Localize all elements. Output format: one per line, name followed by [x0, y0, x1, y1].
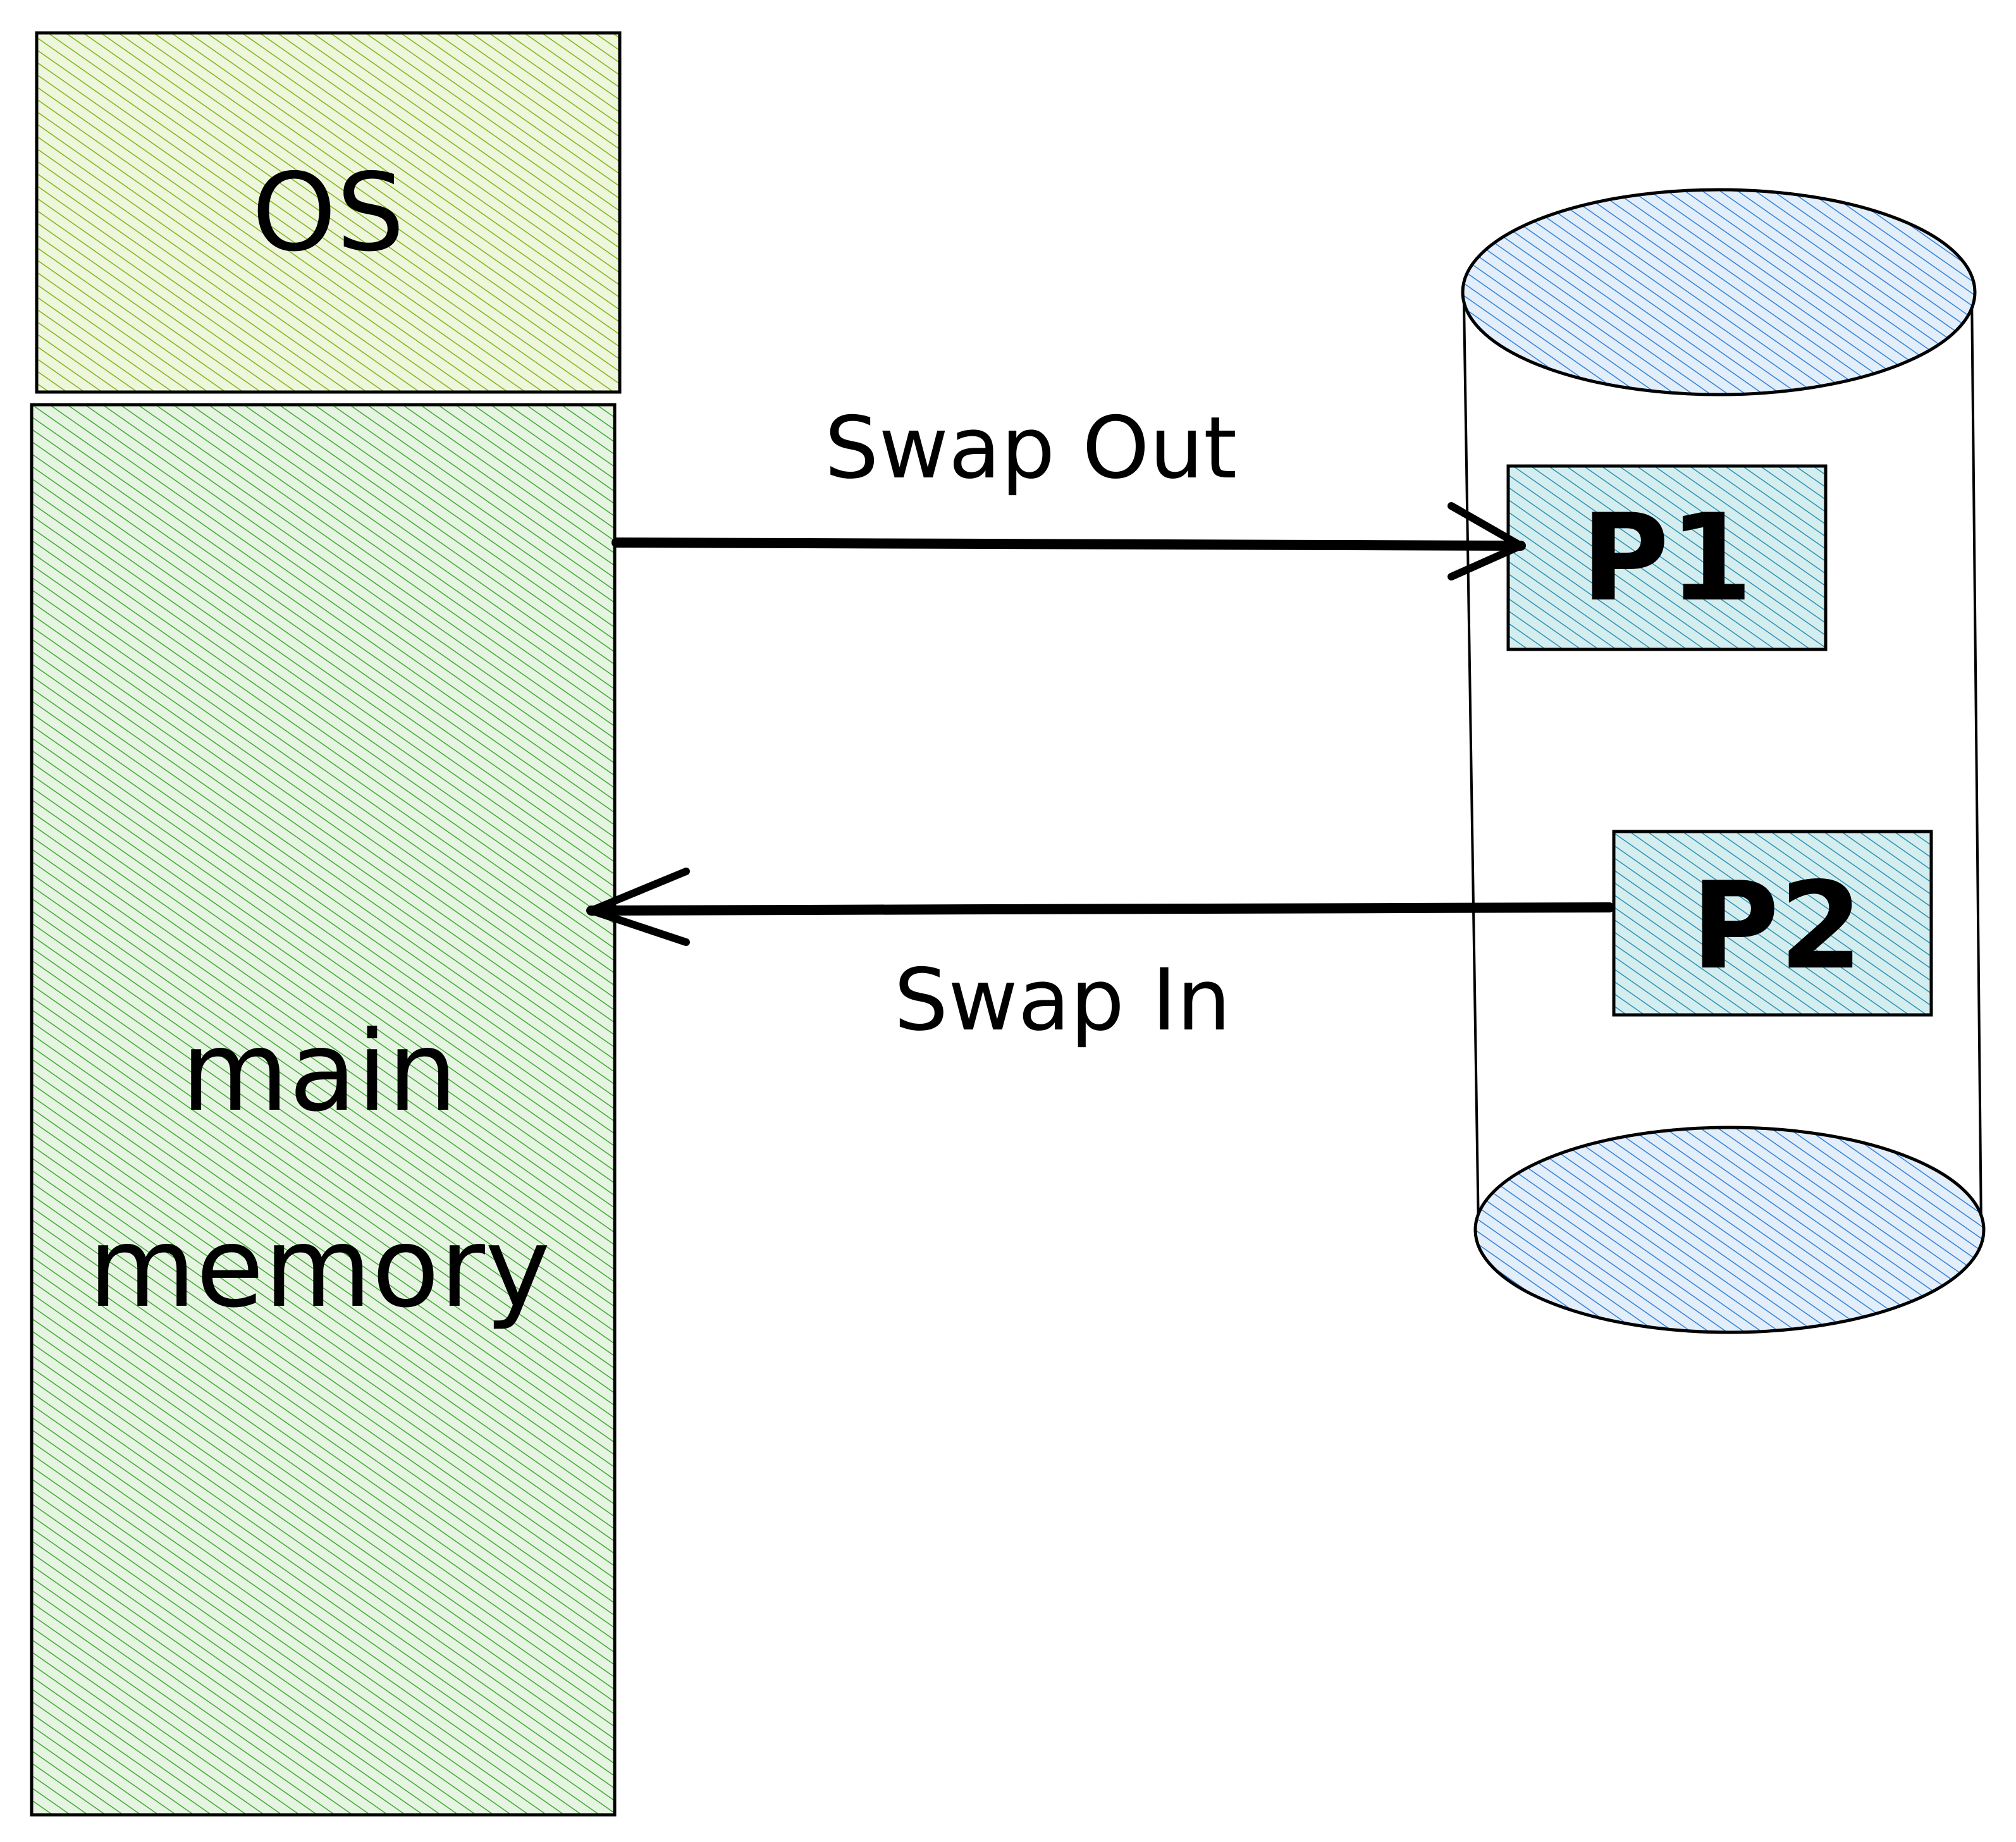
disk-bottom-cap — [1473, 1126, 1986, 1334]
main-memory-region — [30, 403, 617, 1817]
swap-in-label: Swap In — [894, 950, 1231, 1050]
swap-in-arrow: Swap In — [586, 868, 1614, 1050]
swap-out-line — [612, 537, 1526, 551]
main-memory-label-line1: main — [181, 1008, 457, 1136]
p1-box — [1506, 464, 1828, 651]
swap-out-arrowhead — [1447, 502, 1525, 580]
disk-right-edge — [1970, 290, 1982, 1231]
swap-out-label: Swap Out — [825, 398, 1237, 498]
main-memory-block: main memory — [30, 403, 617, 1817]
disk-left-edge — [1463, 303, 1480, 1231]
disk-cylinder — [1461, 188, 1986, 1334]
main-memory-label-line2: memory — [88, 1204, 550, 1332]
process-p2: P2 — [1612, 830, 1933, 1017]
os-block: OS — [35, 31, 622, 394]
swap-in-arrowhead — [587, 868, 690, 946]
swap-in-line — [586, 902, 1614, 916]
os-region — [35, 31, 622, 394]
os-label: OS — [252, 150, 405, 276]
disk-top-cap — [1461, 188, 1977, 396]
p2-label: P2 — [1691, 856, 1862, 996]
swap-out-arrow: Swap Out — [612, 398, 1526, 580]
p1-label: P1 — [1581, 488, 1752, 628]
p2-box — [1612, 830, 1933, 1017]
process-p1: P1 — [1506, 464, 1828, 651]
